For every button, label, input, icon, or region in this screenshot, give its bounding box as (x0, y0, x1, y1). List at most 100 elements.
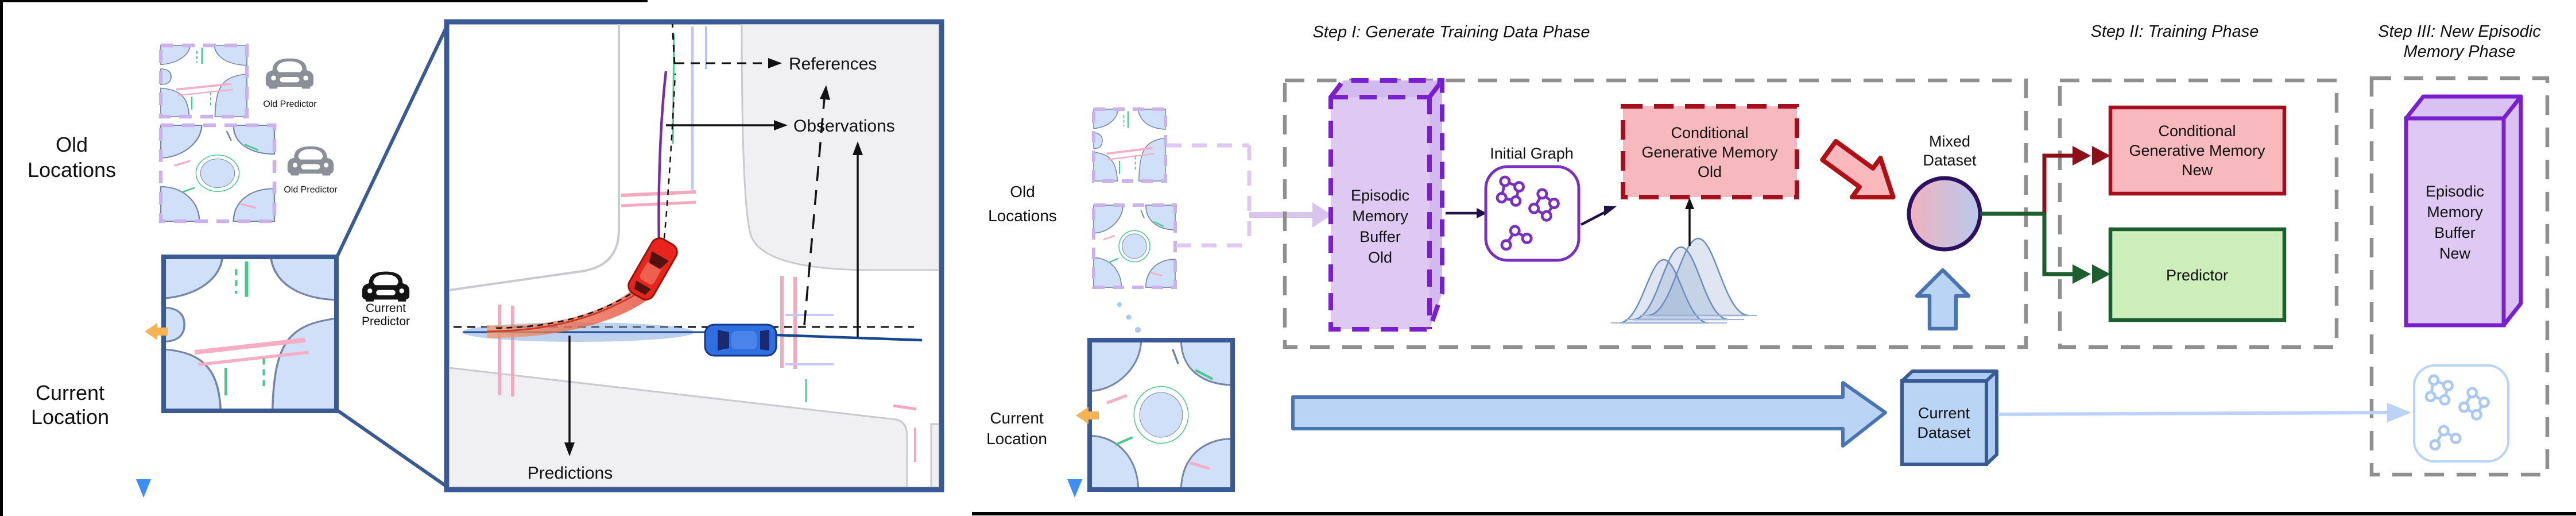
purple-reference-line (657, 71, 668, 247)
old-location-map-1 (158, 43, 249, 119)
current-dataset: Current Dataset (1900, 369, 1998, 466)
emb-new-label-line3: Buffer (2434, 224, 2476, 241)
current-location-label-line1: Current (36, 381, 104, 405)
car-icon (287, 146, 334, 176)
current-location-map-right (1087, 338, 1235, 492)
cgm-new: Conditional Generative Memory New (2108, 105, 2287, 196)
arrowhead-down-icon (1067, 479, 1082, 498)
cgm-new-label-line1: Conditional (2158, 122, 2236, 140)
orange-marker-arrow-icon (1076, 407, 1099, 424)
right-figure: Step I: Generate Training Data Phase Ste… (986, 22, 2550, 498)
red-prediction-fan (487, 279, 654, 338)
timeline-arrow-right (1067, 82, 1082, 498)
blue-block-arrow-up-icon (1915, 268, 1971, 331)
arrowhead-down-icon (564, 442, 575, 456)
arrowhead-right-icon (1477, 208, 1487, 218)
current-location-label-line2: Location (986, 430, 1047, 448)
old-predictor-1-label: Old Predictor (263, 99, 317, 109)
top-border-line (0, 0, 648, 2)
cgm-new-label-line3: New (2182, 161, 2213, 179)
references-label: References (789, 55, 877, 74)
arrowhead-right-icon (2073, 264, 2091, 284)
emb-new-label-line4: New (2439, 245, 2471, 262)
arrowhead-up-icon (853, 141, 863, 155)
mixed-to-predictor-arrow (1980, 211, 2110, 284)
emb-new-label-line1: Episodic (2426, 183, 2484, 200)
current-dataset-label-line2: Dataset (1917, 424, 1971, 441)
arrowhead-right-icon (2387, 403, 2411, 422)
emb-old-label-line3: Buffer (1359, 228, 1401, 245)
step2-heading: Step II: Training Phase (2091, 22, 2259, 41)
graph-to-cgm-arrow (1580, 210, 1607, 226)
car-icon (362, 271, 410, 302)
arrowhead-right-icon (774, 120, 788, 130)
old-location-map-1-right (1092, 107, 1167, 183)
current-location-map-left (164, 257, 336, 411)
arrowhead-down-icon (136, 479, 151, 498)
cgm-old-label-line2: Generative Memory (1641, 144, 1778, 161)
cgm-old-label-line1: Conditional (1671, 124, 1748, 141)
old-locations-label-line1: Old (56, 133, 88, 156)
mixed-dataset-label-line1: Mixed (1929, 133, 1970, 150)
arrowhead-right-icon (1312, 202, 1332, 228)
dashed-slanted-arrow (803, 97, 826, 326)
old-predictor-2-label: Old Predictor (284, 185, 338, 195)
dashed-map-frame (158, 123, 277, 224)
old-locations-label-line2: Locations (988, 207, 1057, 225)
blue-observation-line (776, 333, 923, 342)
cgm-old: Conditional Generative Memory Old (1621, 104, 1799, 199)
predictions-annotation: Predictions (528, 336, 613, 483)
arrowhead-right-icon (2092, 264, 2110, 284)
cgm-old-label-line3: Old (1698, 163, 1722, 180)
episodic-memory-buffer-new: Episodic Memory Buffer New (2404, 94, 2523, 328)
emb-old-label-line4: Old (1368, 249, 1392, 266)
cgm-new-label-line2: Generative Memory (2129, 142, 2265, 159)
old-locations-label-line2: Locations (28, 158, 116, 182)
current-predictor-label-line2: Predictor (362, 315, 410, 328)
blue-car-icon (704, 324, 777, 357)
step3-heading-line1: Step III: New Episodic (2378, 22, 2541, 41)
orange-marker-arrow-icon (145, 323, 168, 340)
old-predictor-2: Old Predictor (284, 146, 338, 195)
zoom-connector-top (335, 23, 450, 259)
red-observation-dashed (493, 282, 648, 329)
episodic-memory-buffer-old: Episodic Memory Buffer Old (1328, 78, 1444, 332)
arrowhead-right-icon (768, 58, 782, 68)
emb-old-label-line2: Memory (1352, 207, 1408, 225)
old-predictor-1: Old Predictor (263, 58, 317, 109)
current-data-block-arrow-icon (1291, 381, 1887, 448)
timeline-arrow-left (136, 21, 151, 498)
red-car-icon (627, 237, 678, 301)
arrowhead-upright-icon (1604, 206, 1617, 216)
dashed-map-frame (158, 43, 249, 119)
observations-label: Observations (793, 117, 895, 136)
predictions-label: Predictions (528, 464, 613, 483)
emb-new-label-line2: Memory (2427, 203, 2483, 221)
initial-graph: Initial Graph (1484, 145, 1581, 262)
arrowhead-right-icon (2073, 146, 2091, 165)
current-predictor-label-line1: Current (366, 302, 406, 315)
red-block-arrow-icon (1820, 138, 1896, 200)
current-location-label-line1: Current (990, 409, 1044, 427)
predictor-box: Predictor (2108, 227, 2287, 322)
old-location-map-2-right (1092, 203, 1177, 289)
initial-graph-label: Initial Graph (1490, 145, 1574, 162)
memory-dashed-connectors (1167, 143, 1252, 248)
arrowhead-up-icon (1685, 198, 1694, 209)
arrowhead-up-icon (820, 85, 830, 100)
dashed-map-frame (1092, 203, 1177, 289)
step2-phase-box (2058, 78, 2339, 349)
references-annotation: References (675, 55, 877, 74)
mixed-dataset: Mixed Dataset (1907, 133, 1982, 252)
dataset-to-memory-arrow (1997, 403, 2411, 422)
car-icon (265, 58, 314, 89)
zoom-connector-bottom (335, 408, 449, 489)
step3-phase-box (2369, 76, 2550, 477)
step1-heading: Step I: Generate Training Data Phase (1312, 23, 1590, 41)
dashed-map-frame (1092, 107, 1167, 183)
old-locations-label-line1: Old (1010, 183, 1035, 201)
distribution-curves (1611, 198, 1757, 324)
new-memory-graph-icon (2413, 364, 2509, 463)
